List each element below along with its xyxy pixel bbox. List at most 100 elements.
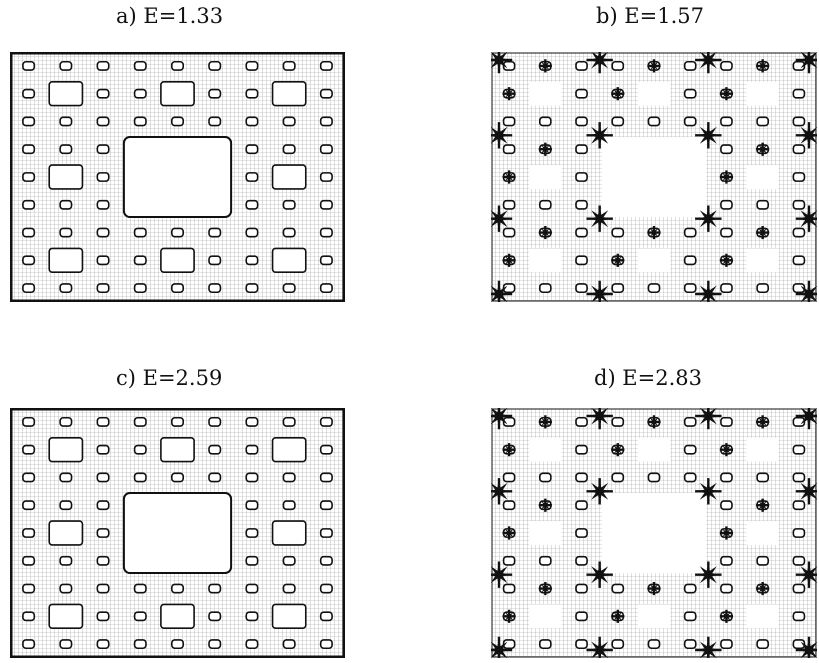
small-hole xyxy=(757,473,768,481)
small-hole xyxy=(793,201,804,209)
small-hole xyxy=(648,640,659,648)
medium-hole xyxy=(529,604,561,628)
small-hole xyxy=(576,90,587,98)
small-hole xyxy=(246,201,257,209)
small-hole xyxy=(612,62,623,70)
small-hole xyxy=(135,640,146,648)
small-hole xyxy=(540,557,551,565)
small-hole xyxy=(504,201,515,209)
small-hole xyxy=(23,640,34,648)
medium-hole xyxy=(273,82,306,106)
medium-hole xyxy=(273,438,306,462)
medium-hole xyxy=(747,521,779,545)
small-hole xyxy=(721,201,732,209)
small-hole xyxy=(209,62,220,70)
small-hole xyxy=(209,640,220,648)
small-hole xyxy=(793,256,804,264)
small-hole xyxy=(793,501,804,509)
small-hole xyxy=(23,62,34,70)
small-hole xyxy=(576,201,587,209)
small-hole xyxy=(793,228,804,236)
small-hole xyxy=(209,117,220,125)
small-hole xyxy=(721,145,732,153)
small-hole xyxy=(321,640,332,648)
small-hole xyxy=(23,584,34,592)
small-hole xyxy=(283,117,294,125)
small-hole xyxy=(246,446,257,454)
small-hole xyxy=(60,62,71,70)
small-hole xyxy=(540,473,551,481)
small-hole xyxy=(685,640,696,648)
small-hole xyxy=(97,117,108,125)
small-hole xyxy=(209,284,220,292)
fractal-carpet-c xyxy=(10,408,345,658)
small-hole xyxy=(612,117,623,125)
small-hole xyxy=(576,228,587,236)
fractal-panel-b xyxy=(491,52,817,302)
small-hole xyxy=(612,418,623,426)
small-hole xyxy=(209,90,220,98)
small-hole xyxy=(321,612,332,620)
small-hole xyxy=(23,284,34,292)
small-hole xyxy=(576,529,587,537)
fractal-carpet-b xyxy=(491,52,817,302)
small-hole xyxy=(540,284,551,292)
small-hole xyxy=(793,584,804,592)
fractal-carpet-a xyxy=(10,52,345,302)
small-hole xyxy=(246,640,257,648)
medium-hole xyxy=(49,248,82,272)
medium-hole xyxy=(273,604,306,628)
small-hole xyxy=(246,557,257,565)
small-hole xyxy=(721,473,732,481)
medium-hole xyxy=(747,82,779,106)
small-hole xyxy=(576,173,587,181)
small-hole xyxy=(283,473,294,481)
small-hole xyxy=(321,90,332,98)
small-hole xyxy=(721,117,732,125)
small-hole xyxy=(576,473,587,481)
small-hole xyxy=(321,117,332,125)
small-hole xyxy=(612,640,623,648)
small-hole xyxy=(283,557,294,565)
small-hole xyxy=(504,557,515,565)
small-hole xyxy=(135,612,146,620)
small-hole xyxy=(721,228,732,236)
small-hole xyxy=(209,446,220,454)
small-hole xyxy=(246,228,257,236)
small-hole xyxy=(757,201,768,209)
small-hole xyxy=(612,284,623,292)
small-hole xyxy=(685,584,696,592)
small-hole xyxy=(685,90,696,98)
small-hole xyxy=(23,501,34,509)
medium-hole xyxy=(529,165,561,189)
small-hole xyxy=(721,640,732,648)
small-hole xyxy=(97,90,108,98)
small-hole xyxy=(172,473,183,481)
center-hole xyxy=(124,493,231,573)
medium-hole xyxy=(638,604,670,628)
small-hole xyxy=(97,557,108,565)
small-hole xyxy=(757,557,768,565)
small-hole xyxy=(793,446,804,454)
small-hole xyxy=(685,256,696,264)
small-hole xyxy=(721,501,732,509)
small-hole xyxy=(209,228,220,236)
center-hole xyxy=(124,137,231,217)
small-hole xyxy=(576,62,587,70)
small-hole xyxy=(60,640,71,648)
small-hole xyxy=(97,501,108,509)
medium-hole xyxy=(49,165,82,189)
small-hole xyxy=(172,62,183,70)
medium-hole xyxy=(638,438,670,462)
small-hole xyxy=(135,90,146,98)
panel-b-caption: b) E=1.57 xyxy=(596,4,704,28)
small-hole xyxy=(246,256,257,264)
small-hole xyxy=(23,201,34,209)
small-hole xyxy=(97,201,108,209)
medium-hole xyxy=(638,82,670,106)
small-hole xyxy=(246,173,257,181)
small-hole xyxy=(576,612,587,620)
small-hole xyxy=(685,228,696,236)
small-hole xyxy=(721,418,732,426)
small-hole xyxy=(246,90,257,98)
